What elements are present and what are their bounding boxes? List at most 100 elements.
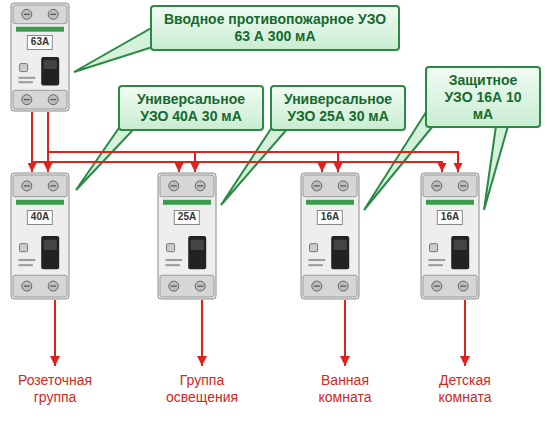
rating-label: 16A [317,210,343,225]
callout-box: Универсальное УЗО 25А 30 мА [270,85,406,131]
test-button [20,64,28,72]
rcd-lever [41,57,59,86]
rcd-body [158,173,216,299]
terminal-screw [195,181,205,191]
rating-label: 25A [174,210,200,225]
output-arrow [344,300,346,366]
group-label: Группа освещения [152,372,252,406]
print-line [428,264,442,266]
terminal-block [160,275,214,297]
terminal-screw [22,9,32,19]
terminal-screw [22,281,32,291]
rcd-device: 63A [10,2,70,112]
print-line [18,264,32,266]
screw-slot [50,185,56,186]
rcd-symbol [10,172,70,300]
lever-grip [44,240,57,250]
rating-label: 63A [27,35,53,50]
screw-slot [24,286,30,287]
rcd-lever [331,236,349,269]
test-button [167,244,175,252]
screw-slot [314,286,320,287]
terminal-screw [432,281,442,291]
terminal-screw [22,95,32,105]
print-line [18,77,35,79]
terminal-screw [48,9,58,19]
output-arrow [201,300,203,366]
group-label: Розеточная группа [5,372,105,406]
terminal-block [13,175,67,197]
rcd-body [11,3,69,111]
terminal-screw [169,181,179,191]
terminal-screw [458,181,468,191]
group-label: Детская комната [415,372,515,406]
terminal-screw [432,181,442,191]
screw-slot [434,286,440,287]
callout-box: Вводное противопожарное УЗО 63 А 300 мА [150,5,400,51]
lever-grip [44,60,57,69]
brand-strip [426,200,474,205]
terminal-screw [48,281,58,291]
terminal-block [13,275,67,297]
rating-label: 40A [27,210,53,225]
rcd-lever [41,236,59,269]
rcd-device: 25A [157,172,217,300]
screw-slot [171,185,177,186]
brand-strip [16,200,64,205]
screw-slot [171,286,177,287]
terminal-screw [169,281,179,291]
print-line [428,259,445,261]
callout-box: Защитное УЗО 16А 10 мА [425,66,541,128]
screw-slot [50,286,56,287]
screw-slot [197,185,203,186]
rcd-symbol [157,172,217,300]
lever-grip [191,240,204,250]
lever-grip [454,240,467,250]
terminal-screw [48,181,58,191]
lever-grip [334,240,347,250]
callout-text: Вводное противопожарное УЗО 63 А 300 мА [158,11,392,45]
test-button [310,244,318,252]
rcd-body [421,173,479,299]
terminal-screw [312,181,322,191]
terminal-screw [338,181,348,191]
screw-slot [340,185,346,186]
output-arrow [464,300,466,366]
callout-text: Защитное УЗО 16А 10 мА [433,72,533,122]
rating-label: 16A [437,210,463,225]
terminal-block [303,275,357,297]
terminal-block [13,90,67,109]
terminal-block [303,175,357,197]
brand-strip [306,200,354,205]
print-line [18,259,35,261]
rcd-device: 40A [10,172,70,300]
rcd-lever [451,236,469,269]
terminal-screw [48,95,58,105]
rcd-device: 16A [420,172,480,300]
brand-strip [163,200,211,205]
terminal-block [160,175,214,197]
screw-slot [460,286,466,287]
print-line [308,264,322,266]
rcd-device: 16A [300,172,360,300]
screw-slot [314,185,320,186]
callout-text: Универсальное УЗО 25А 30 мА [278,91,398,125]
rcd-symbol [10,2,70,112]
screw-slot [24,14,30,15]
screw-slot [460,185,466,186]
terminal-screw [458,281,468,291]
print-line [308,259,325,261]
screw-slot [340,286,346,287]
callout-text: Универсальное УЗО 40А 30 мА [126,91,256,125]
rcd-body [11,173,69,299]
screw-slot [50,99,56,100]
terminal-screw [338,281,348,291]
print-line [18,81,32,83]
brand-strip [16,27,64,32]
terminal-screw [195,281,205,291]
terminal-block [423,175,477,197]
rcd-symbol [420,172,480,300]
test-button [20,244,28,252]
group-label: Ванная комната [295,372,395,406]
